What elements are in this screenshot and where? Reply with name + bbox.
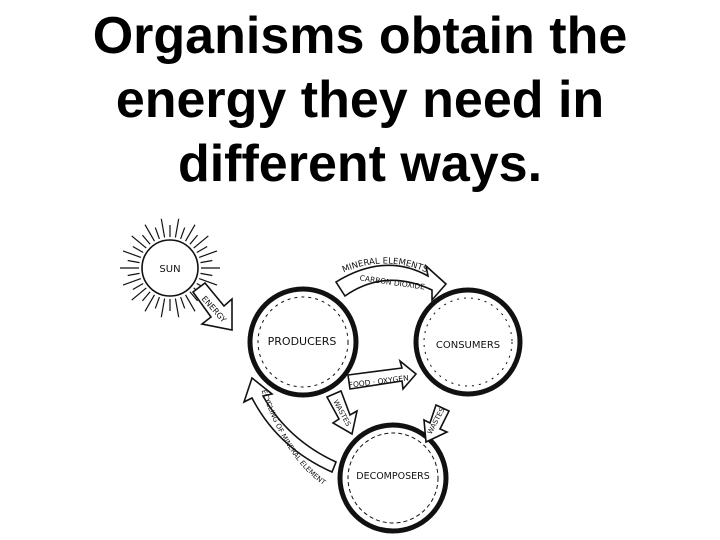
sun-ray	[127, 272, 140, 277]
decomposers-label: DECOMPOSERS	[356, 471, 430, 482]
sun-ray	[198, 278, 218, 286]
sun-group: SUN	[120, 218, 220, 318]
food-oxygen-arrow: FOOD · OXYGEN	[347, 358, 418, 391]
sun-ray	[154, 296, 160, 309]
sun-ray	[196, 245, 208, 254]
producers-label: PRODUCERS	[268, 335, 337, 348]
energy-arrow: ENERGY	[191, 281, 233, 331]
sun-ray	[141, 291, 151, 302]
sun-ray	[184, 294, 196, 312]
title-line-1: Organisms obtain the	[92, 7, 628, 65]
mineral-carbon-arrow: MINERAL ELEMENTS CARBON DIOXIDE	[334, 256, 448, 303]
sun-label: SUN	[159, 264, 180, 275]
sun-ray	[144, 294, 156, 312]
sun-ray	[131, 287, 147, 301]
sun-ray	[160, 298, 166, 318]
sun-ray	[200, 272, 213, 277]
sun-ray	[132, 245, 144, 254]
sun-ray	[180, 227, 186, 240]
title-line-3: different ways.	[177, 135, 543, 193]
sun-ray	[184, 224, 196, 242]
sun-ray	[160, 218, 166, 238]
energy-cycle-diagram: SUN ENERGY MINERAL ELEMENTS CARBON DIOXI…	[0, 215, 523, 534]
wastes-right-arrow: WASTES	[423, 403, 451, 444]
sun-ray	[131, 235, 147, 249]
title-line-2: energy they need in	[115, 71, 605, 129]
sun-ray	[189, 234, 199, 245]
slide-title: Organisms obtain the energy they need in…	[0, 4, 720, 196]
sun-ray	[144, 224, 156, 242]
sun-ray	[141, 234, 151, 245]
sun-ray	[132, 282, 144, 291]
sun-rays	[120, 218, 220, 318]
sun-ray	[193, 235, 209, 249]
sun-ray	[127, 259, 140, 264]
consumers-circle: CONSUMERS	[413, 287, 523, 397]
sun-ray	[154, 227, 160, 240]
sun-ray	[200, 259, 213, 264]
consumers-label: CONSUMERS	[436, 340, 500, 351]
sun-ray	[122, 250, 142, 258]
sun-disc	[141, 239, 199, 297]
sun-ray	[174, 298, 180, 318]
sun-ray	[189, 291, 199, 302]
decomposers-circle: DECOMPOSERS	[337, 422, 449, 534]
wastes-left-arrow: WASTES	[325, 389, 359, 436]
sun-ray	[122, 278, 142, 286]
sun-ray	[174, 218, 180, 238]
producers-circle: PRODUCERS	[247, 286, 359, 398]
sun-ray	[180, 296, 186, 309]
sun-ray	[198, 250, 218, 258]
